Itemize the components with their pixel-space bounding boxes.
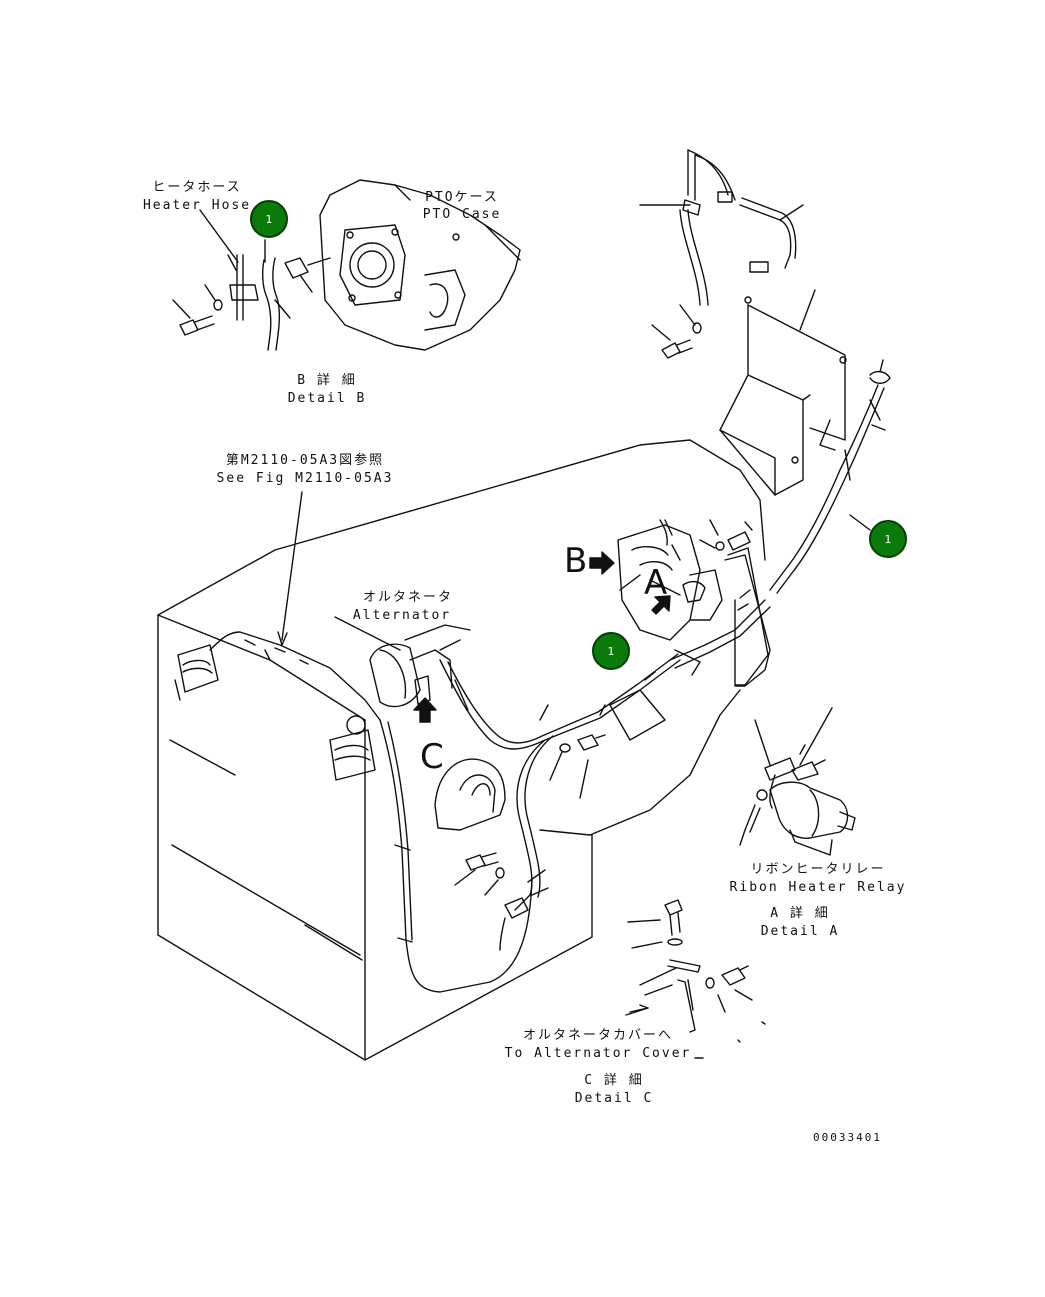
detail-c-title-jp: C 詳 細 xyxy=(584,1073,644,1088)
detail-b-drawing xyxy=(172,179,521,351)
detail-c-drawing xyxy=(625,899,766,1059)
detail-a-title-en: Detail A xyxy=(760,924,840,939)
view-letter-b: B xyxy=(564,541,588,581)
view-arrows xyxy=(413,551,671,723)
part-marker-1-right[interactable]: 1 xyxy=(869,520,907,558)
alternator-label-en: Alternator xyxy=(352,608,452,623)
detail-c-title-en: Detail C xyxy=(574,1091,654,1106)
heater-hose-label-en: Heater Hose xyxy=(142,198,252,213)
detail-b-title-jp: B 詳 細 xyxy=(297,373,357,388)
pto-case-label-en: PTO Case xyxy=(422,207,502,222)
detail-b-title-en: Detail B xyxy=(287,391,367,406)
detail-a-drawing xyxy=(739,707,856,856)
ribbon-relay-label-en: Ribon Heater Relay xyxy=(729,880,907,895)
part-marker-1-detail-b[interactable]: 1 xyxy=(250,200,288,238)
view-letter-c: C xyxy=(420,737,444,777)
main-body-drawing xyxy=(157,439,771,1061)
heater-hose-label-jp: ヒータホース xyxy=(152,180,242,195)
to-cover-label-jp: オルタネータカバーへ xyxy=(522,1028,674,1043)
top-right-bracket-drawing xyxy=(639,149,891,594)
ribbon-relay-label-jp: リボンヒータリレー xyxy=(750,862,886,877)
part-marker-1-center[interactable]: 1 xyxy=(592,632,630,670)
drawing-number: 00033401 xyxy=(813,1131,882,1144)
to-cover-label-en: To Alternator Cover xyxy=(504,1046,692,1061)
see-fig-label-jp: 第M2110-05A3図参照 xyxy=(225,453,385,468)
view-letter-a: A xyxy=(644,563,668,603)
pto-case-label-jp: PTOケース xyxy=(425,190,499,205)
see-fig-label-en: See Fig M2110-05A3 xyxy=(216,471,394,486)
detail-a-title-jp: A 詳 細 xyxy=(770,906,830,921)
alternator-label-jp: オルタネータ xyxy=(362,590,454,605)
